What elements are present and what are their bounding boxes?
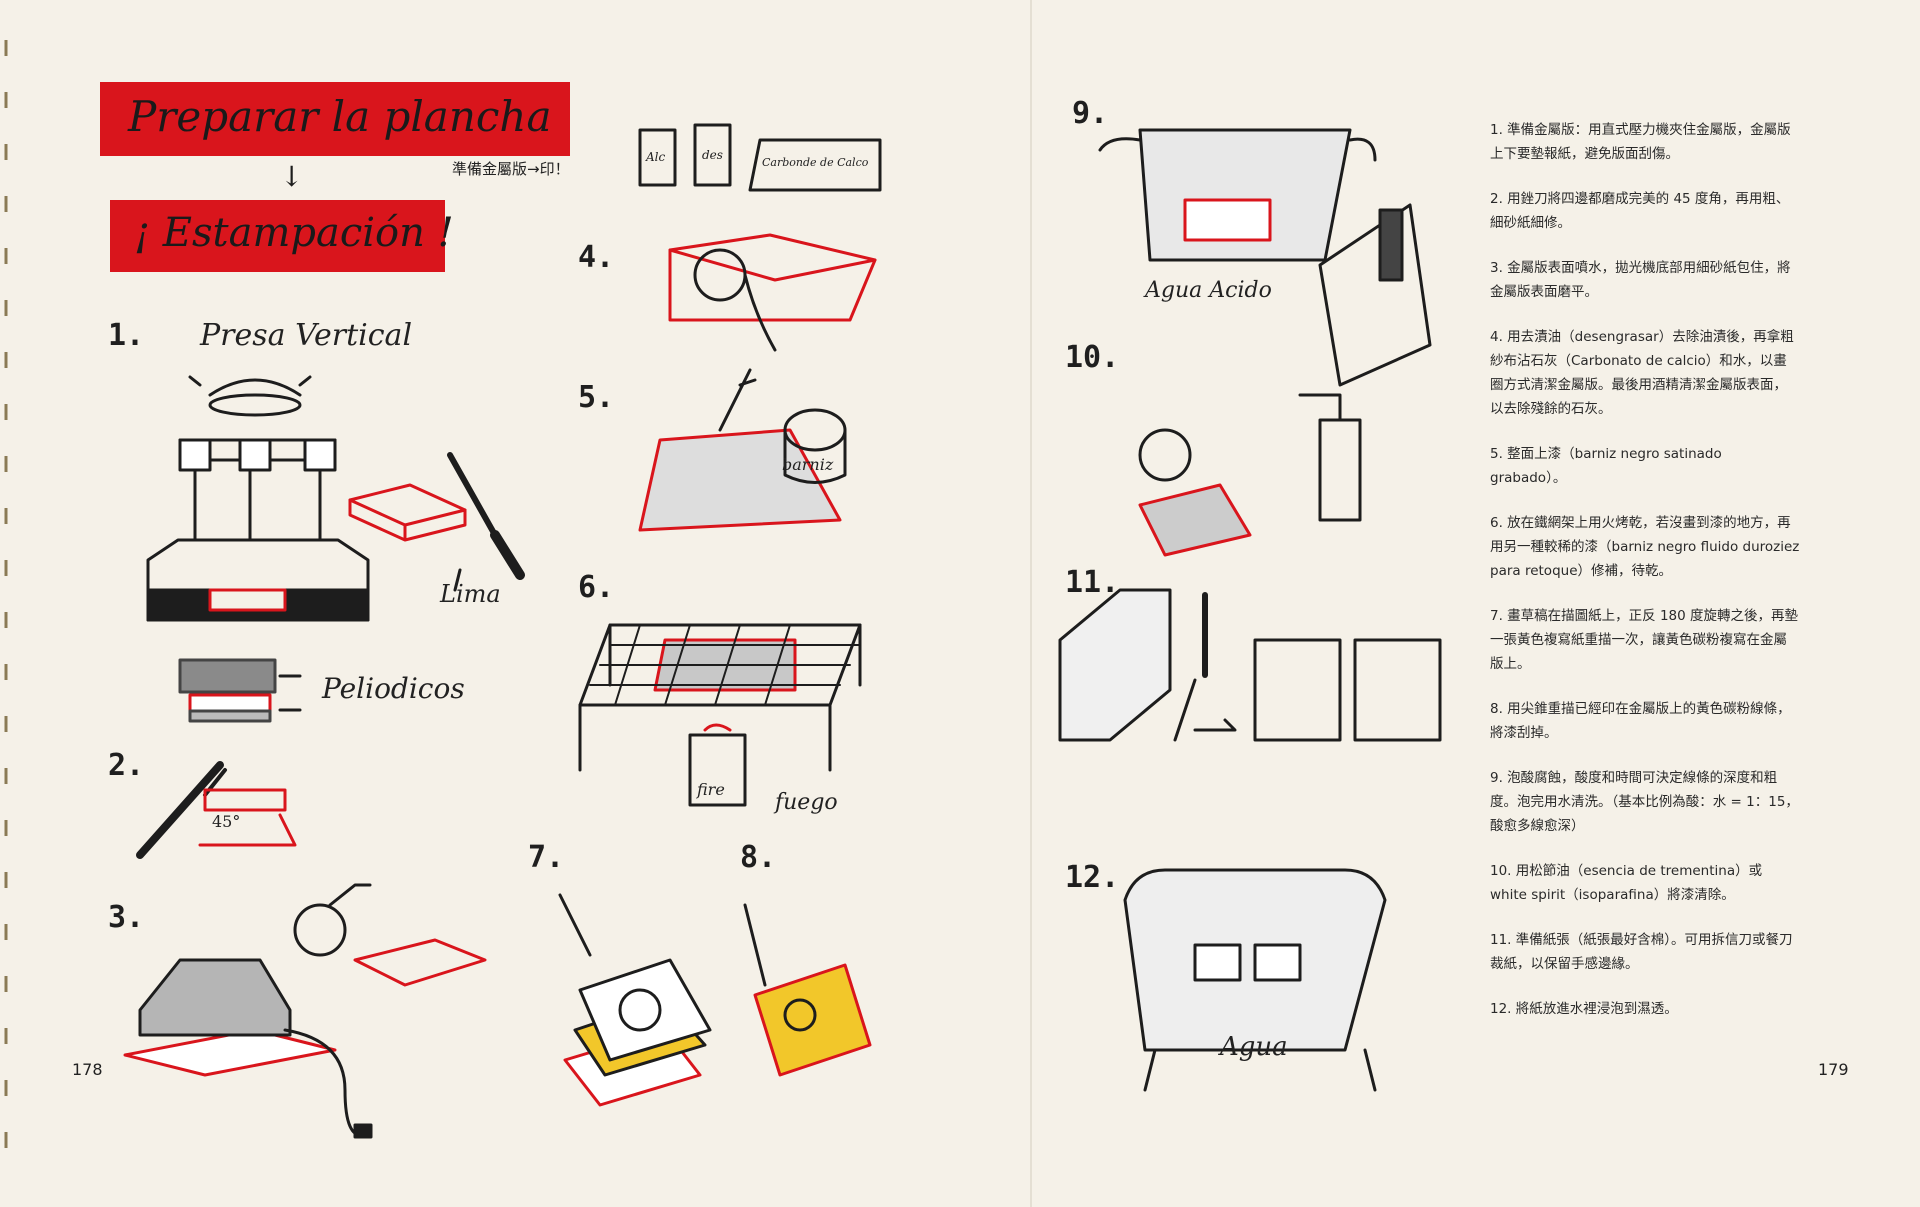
page-number-left: 178	[72, 1060, 103, 1079]
tracing-illustration	[560, 895, 710, 1105]
instruction-item: 5. 整面上漆（barniz negro satinado grabado）。	[1490, 442, 1800, 490]
step-number-4: 4.	[578, 240, 614, 275]
label-bottle-des: des	[702, 148, 723, 162]
paper-knife-illustration	[1060, 590, 1440, 740]
step-number-7: 7.	[528, 840, 564, 875]
step-number-8: 8.	[740, 840, 776, 875]
instruction-item: 10. 用松節油（esencia de trementina）或 white s…	[1490, 859, 1800, 907]
label-agua-acido: Agua Acido	[1145, 278, 1272, 303]
step-number-9: 9.	[1072, 96, 1108, 131]
step-number-3: 3.	[108, 900, 144, 935]
label-carbonato: Carbonde de Calco	[762, 156, 868, 169]
grill-illustration	[580, 625, 860, 805]
step-number-1: 1.	[108, 318, 144, 353]
varnish-illustration	[640, 370, 845, 530]
label-bottle-alc: Alc	[646, 150, 665, 164]
instruction-item: 12. 將紙放進水裡浸泡到濕透。	[1490, 997, 1800, 1021]
newspapers	[180, 660, 300, 721]
step-number-12: 12.	[1065, 860, 1119, 895]
instruction-item: 8. 用尖錐重描已經印在金屬版上的黃色碳粉線條，將漆刮掉。	[1490, 697, 1800, 745]
sander-illustration	[125, 885, 485, 1137]
instruction-item: 6. 放在鐵網架上用火烤乾，若沒畫到漆的地方，再用另一種較稀的漆（barniz …	[1490, 511, 1800, 583]
step-number-6: 6.	[578, 570, 614, 605]
label-agua: Agua	[1220, 1032, 1288, 1062]
press-illustration	[148, 377, 368, 620]
label-presa-vertical: Presa Vertical	[200, 318, 412, 353]
instruction-list: 1. 準備金屬版：用直式壓力機夾住金屬版，金屬版上下要墊報紙，避免版面刮傷。 2…	[1490, 118, 1800, 1042]
file-45-illustration	[140, 765, 295, 855]
solvent-illustration	[1140, 395, 1360, 555]
label-fuego: fuego	[775, 790, 838, 815]
instruction-item: 1. 準備金屬版：用直式壓力機夾住金屬版，金屬版上下要墊報紙，避免版面刮傷。	[1490, 118, 1800, 166]
instruction-item: 11. 準備紙張（紙張最好含棉）。可用拆信刀或餐刀裁紙，以保留手感邊緣。	[1490, 928, 1800, 976]
instruction-item: 3. 金屬版表面噴水，拋光機底部用細砂紙包住，將金屬版表面磨平。	[1490, 256, 1800, 304]
step-number-5: 5.	[578, 380, 614, 415]
instruction-item: 9. 泡酸腐蝕，酸度和時間可決定線條的深度和粗度。泡完用水清洗。（基本比例為酸：…	[1490, 766, 1800, 838]
label-lima: Lima	[440, 580, 501, 608]
step-number-11: 11.	[1065, 565, 1119, 600]
label-barniz: barniz	[782, 455, 833, 474]
page-number-right: 179	[1818, 1060, 1849, 1079]
label-angle: 45°	[212, 812, 240, 831]
acid-tray-illustration	[1100, 130, 1430, 385]
plate-and-file	[350, 455, 520, 590]
step-number-10: 10.	[1065, 340, 1119, 375]
instruction-item: 7. 畫草稿在描圖紙上，正反 180 度旋轉之後，再墊一張黃色複寫紙重描一次，讓…	[1490, 604, 1800, 676]
instruction-item: 2. 用銼刀將四邊都磨成完美的 45 度角，再用粗、細砂紙細修。	[1490, 187, 1800, 235]
label-fire: fire	[697, 780, 725, 799]
etching-illustration	[745, 905, 870, 1075]
label-periodicos: Peliodicos	[322, 672, 465, 705]
instruction-item: 4. 用去漬油（desengrasar）去除油漬後，再拿粗紗布沾石灰（Carbo…	[1490, 325, 1800, 421]
step-number-2: 2.	[108, 748, 144, 783]
